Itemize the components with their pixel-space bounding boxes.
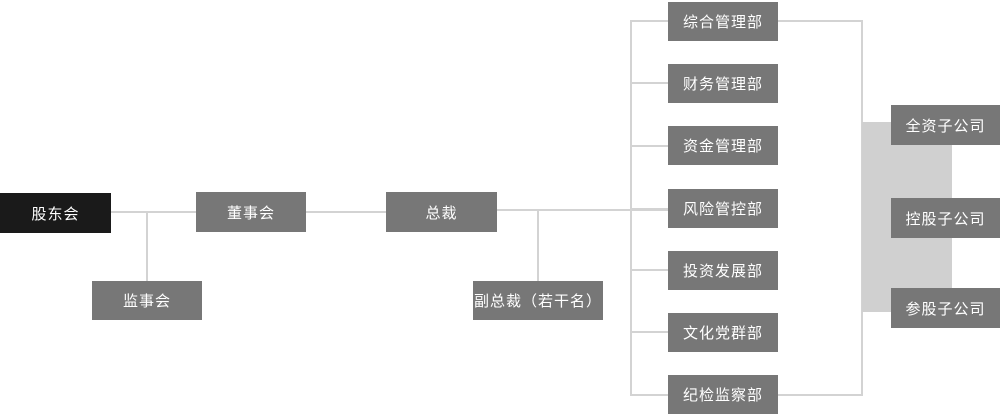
connector-stub-dept-2 <box>630 82 668 84</box>
connector-board-president <box>306 211 386 213</box>
connector-stub-dept-7 <box>630 394 668 396</box>
node-subsidiary-wholly-owned: 全资子公司 <box>891 105 1000 145</box>
connector-stub-dept-1 <box>630 20 668 22</box>
node-dept-risk-control: 风险管控部 <box>668 189 778 228</box>
node-board-of-directors: 董事会 <box>196 192 306 232</box>
connector-right-bracket-top <box>778 20 863 22</box>
node-dept-investment-development: 投资发展部 <box>668 251 778 290</box>
node-dept-culture-party-group: 文化党群部 <box>668 313 778 352</box>
connector-stub-dept-4 <box>630 208 668 210</box>
node-supervisory-board: 监事会 <box>92 281 202 320</box>
node-subsidiary-equity-participation: 参股子公司 <box>891 288 1000 328</box>
connector-stub-dept-6 <box>630 331 668 333</box>
node-subsidiary-holding: 控股子公司 <box>891 198 1000 238</box>
connector-stub-dept-5 <box>630 269 668 271</box>
node-dept-general-management: 综合管理部 <box>668 2 778 41</box>
connector-drop-supervisory <box>146 211 148 281</box>
node-president: 总裁 <box>386 192 497 232</box>
node-vice-presidents: 副总裁（若干名） <box>473 281 603 320</box>
connector-stub-dept-3 <box>630 145 668 147</box>
node-dept-fund-management: 资金管理部 <box>668 126 778 165</box>
node-dept-discipline-inspection: 纪检监察部 <box>668 375 778 414</box>
connector-drop-vice-presidents <box>537 209 539 281</box>
node-dept-financial-management: 财务管理部 <box>668 64 778 103</box>
node-shareholders-meeting: 股东会 <box>0 193 111 233</box>
connector-shareholders-board <box>111 211 196 213</box>
connector-right-bracket-bottom <box>778 394 863 396</box>
connector-president-departments <box>497 209 668 211</box>
